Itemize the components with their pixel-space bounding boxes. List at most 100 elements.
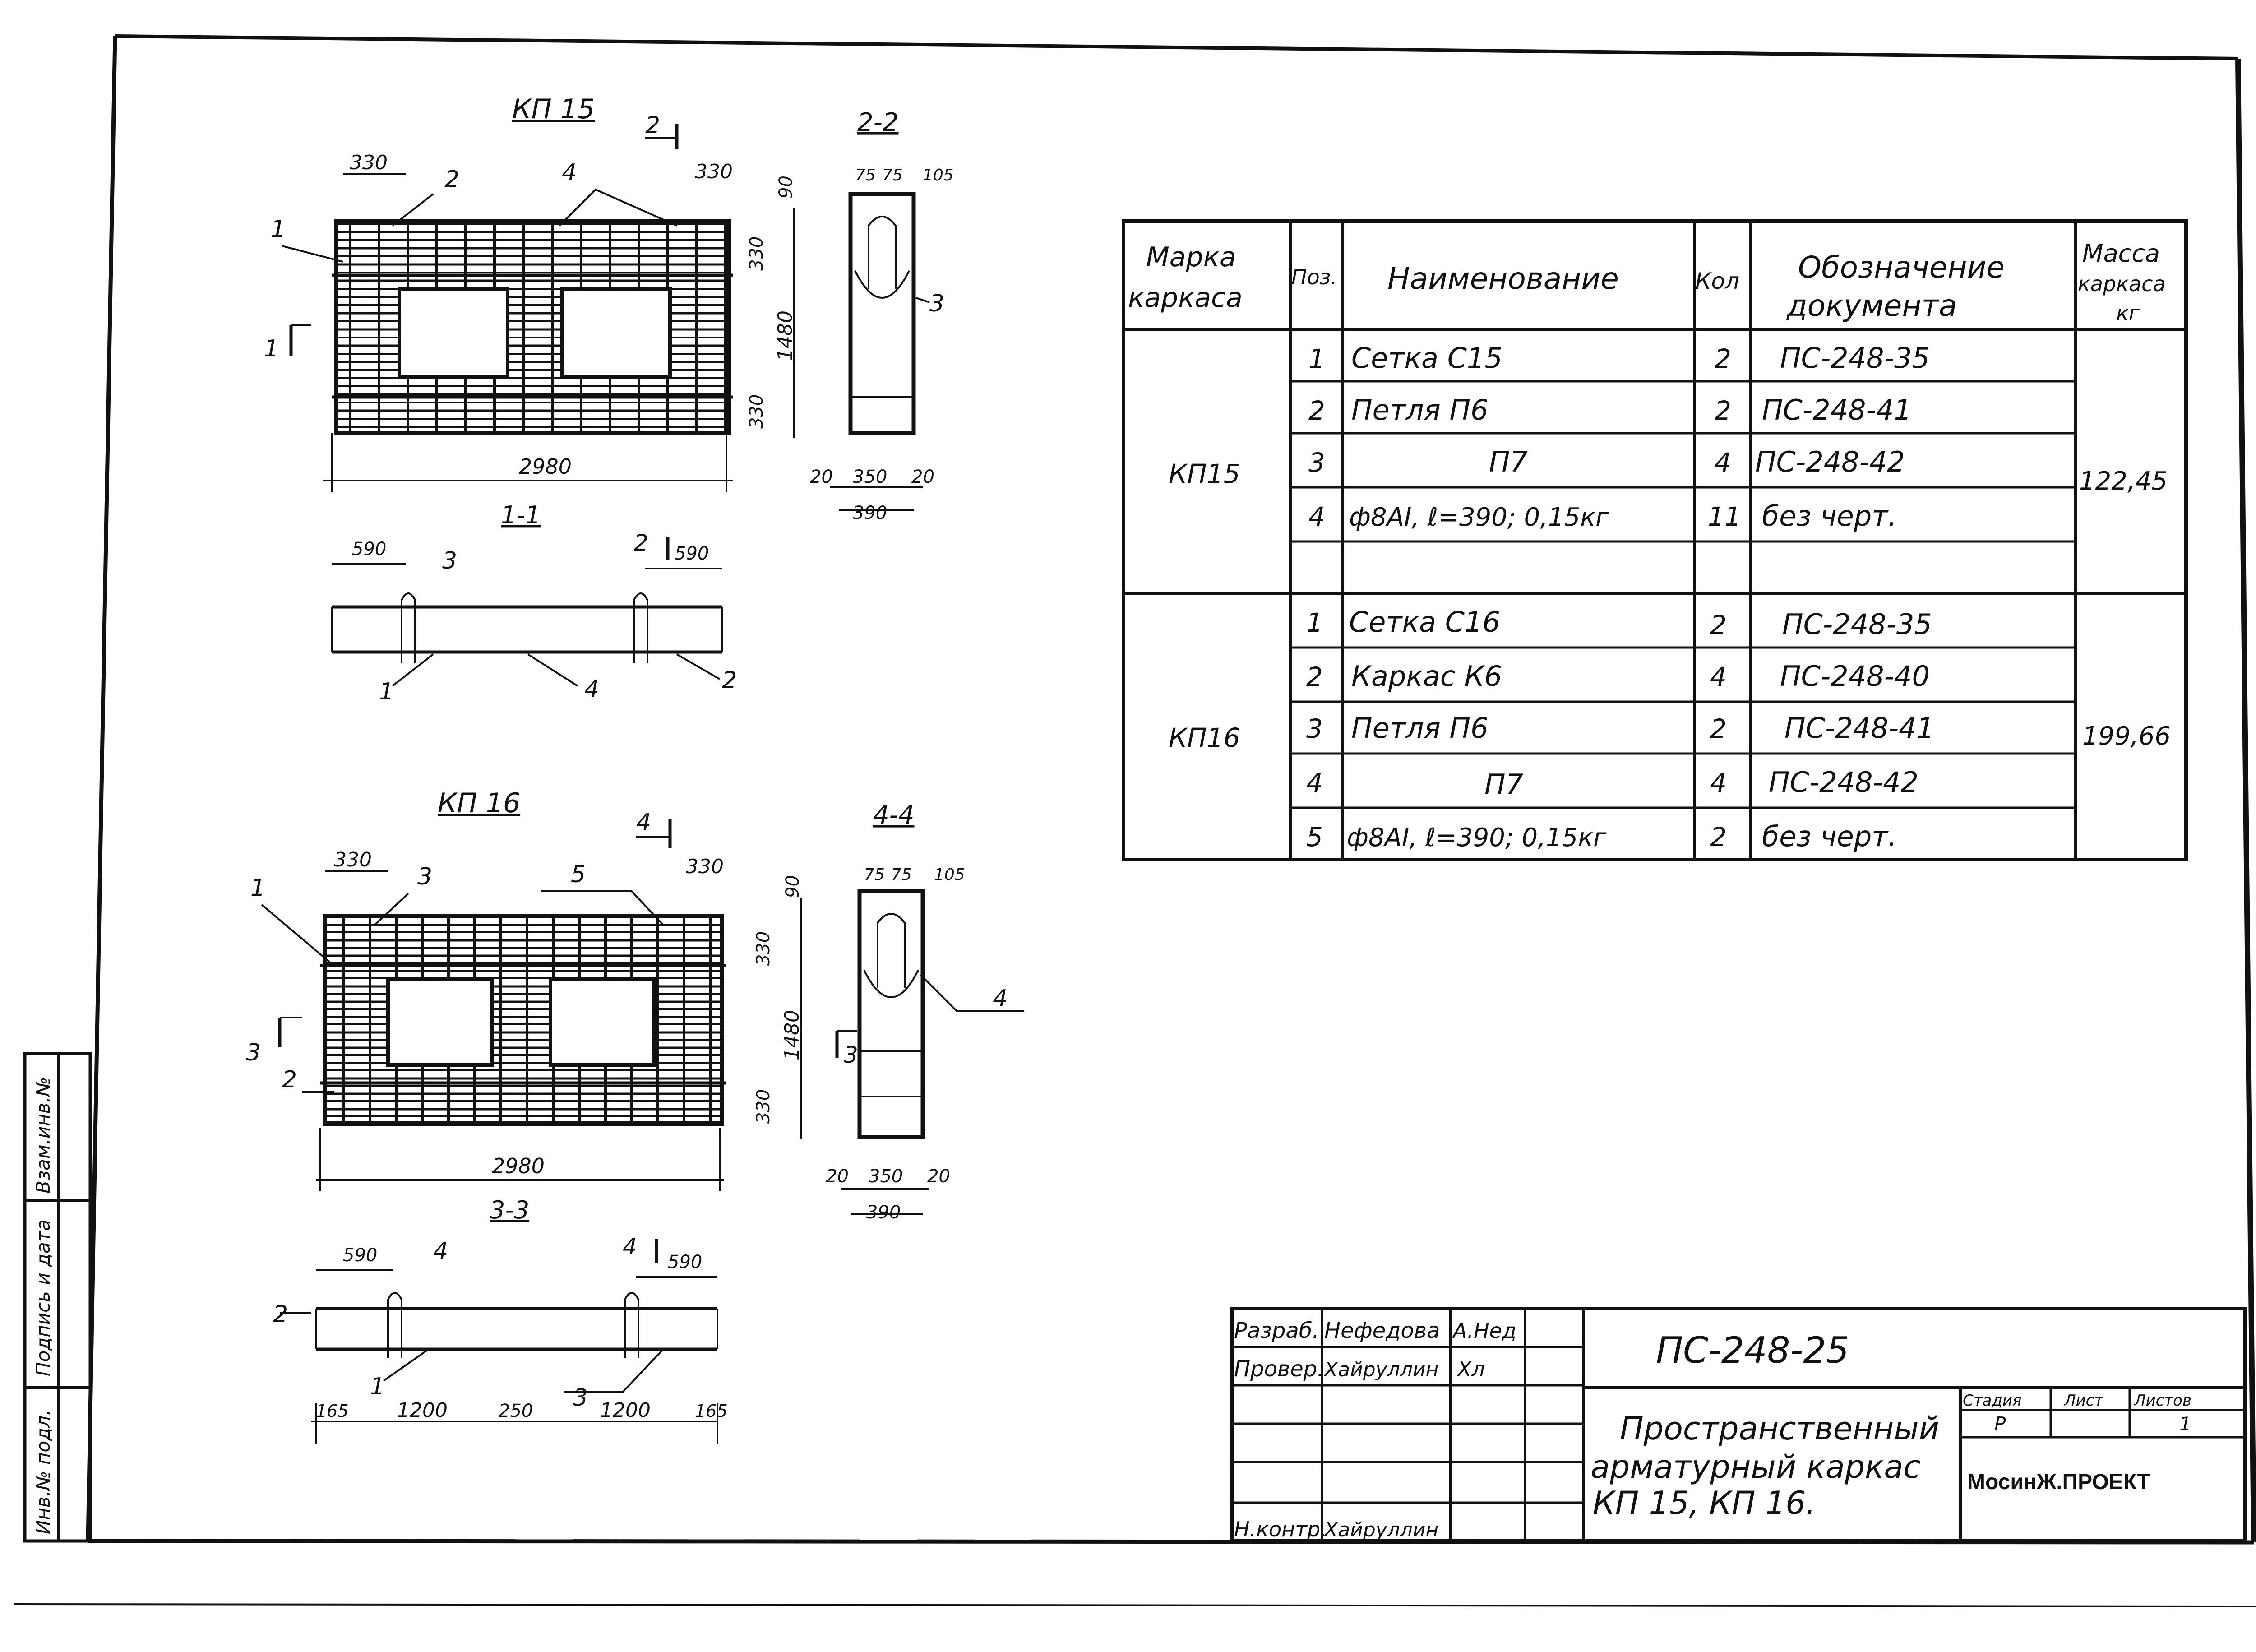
kp15-dim-330a: 330 [350,151,388,174]
g2-r1-pos: 1 [1306,607,1323,638]
kp15-dim-330d: 330 [746,394,767,429]
kp16-view: КП 16 2980 330 330 90 330 1480 330 1 3 5… [246,787,804,1191]
stage-value: Р [1994,1413,2006,1435]
hdr-name: Наименование [1387,261,1619,296]
kp16-leader-5: 5 [571,861,586,888]
s22-dim-75a: 75 [855,166,876,185]
g1-r1-name: Сетка С15 [1351,342,1502,375]
kp16-dim-2980: 2980 [492,1154,545,1178]
kp16-cut-3: 3 [246,1039,261,1066]
g2-r5-name: ф8АI, ℓ=390; 0,15кг [1347,823,1607,852]
g1-r3-pos: 3 [1308,447,1325,478]
section-4-4: 4-4 75 75 105 4 3 20 350 20 390 [826,801,1024,1223]
g2-mass: 199,66 [2082,722,2171,751]
hdr-mark-2: каркаса [1128,282,1243,314]
sheets-value: 1 [2179,1413,2191,1435]
s22-dim-75b: 75 [882,166,903,185]
s33-dim-1200b: 1200 [600,1399,651,1422]
s11-leader-1: 1 [379,678,394,705]
g1-r4-qty: 11 [1708,501,1741,532]
s33-dim-165b: 165 [695,1401,728,1421]
s33-leader-2: 2 [273,1301,288,1328]
g2-r2-name: Каркас К6 [1351,660,1502,693]
g1-r1-pos: 1 [1308,343,1325,374]
sig-sign-2: Хл [1456,1357,1485,1381]
s44-dim-75b: 75 [891,865,912,884]
sig-role-2: Провер. [1234,1356,1324,1382]
s33-dim-590b: 590 [668,1252,702,1273]
s44-leader-4: 4 [993,985,1008,1012]
g1-r4-doc: без черт. [1762,500,1897,532]
kp16-dim-330a: 330 [334,848,372,871]
g2-r4-doc: ПС-248-42 [1769,766,1919,799]
s11-cut-2: 2 [634,530,648,556]
g1-r3-qty: 4 [1715,447,1731,478]
kp15-leader-4: 4 [562,159,577,186]
sig-role-6: Н.контр. [1234,1517,1327,1541]
section-3-3: 3-3 590 590 4 4 2 1 3 165 1200 250 1200 … [273,1196,728,1444]
s33-dim-1200a: 1200 [397,1399,448,1422]
side-stamp-sign: Подпись и дата [32,1219,54,1376]
s11-dim-590b: 590 [675,543,709,564]
section-1-1: 1-1 590 590 2 3 1 4 2 [331,501,737,705]
hdr-doc-2: документа [1786,288,1957,323]
sig-role-1: Разраб. [1234,1318,1319,1343]
g2-r4-name: П7 [1484,768,1523,801]
title-block: Разраб. Нефедова А.Нед Провер. Хайруллин… [1230,1307,2247,1543]
s22-dim-390: 390 [853,503,887,523]
s44-dim-350: 350 [869,1166,903,1187]
g1-r4-name: ф8АI, ℓ=390; 0,15кг [1349,503,1609,532]
side-stamp: Инв.№ подл. Подпись и дата Взам.инв.№ [23,1052,92,1543]
g1-r1-doc: ПС-248-35 [1780,342,1930,375]
kp15-leader-1: 1 [271,216,286,243]
stage-header: Стадия [1963,1392,2021,1410]
s33-leader-4: 4 [433,1238,448,1265]
hdr-qty: Кол [1695,268,1739,294]
g2-r3-name: Петля П6 [1351,712,1489,745]
g2-r2-doc: ПС-248-40 [1780,660,1930,693]
sig-name-6: Хайруллин [1323,1518,1438,1541]
g2-r3-pos: 3 [1306,713,1323,744]
g1-r4-pos: 4 [1308,501,1325,532]
g1-mass: 122,45 [2079,467,2168,496]
hdr-pos: Поз. [1291,265,1337,289]
kp15-dim-90: 90 [776,176,796,199]
s33-dim-590a: 590 [343,1245,377,1266]
kp16-dim-330c: 330 [753,931,774,966]
s33-dim-165a: 165 [316,1401,349,1421]
sheet-header: Лист [2063,1392,2103,1410]
kp16-dim-330b: 330 [686,855,724,878]
g2-r1-doc: ПС-248-35 [1782,608,1932,641]
s44-title: 4-4 [873,801,914,830]
s11-leader-2: 2 [722,667,737,694]
sheet-frame [13,34,2256,1607]
g1-r2-name: Петля П6 [1351,393,1489,426]
g1-r2-qty: 2 [1715,395,1731,426]
s11-dim-590a: 590 [352,539,386,560]
s22-dim-105: 105 [923,166,954,185]
s22-dim-20a: 20 [810,467,833,487]
s44-dim-75a: 75 [864,865,885,884]
kp16-dim-1480: 1480 [781,1010,804,1060]
g2-r2-qty: 4 [1710,662,1727,692]
drawing-code: ПС-248-25 [1656,1329,1849,1371]
s44-cut-3: 3 [844,1042,858,1068]
kp16-dim-90: 90 [782,875,803,898]
s22-leader-3: 3 [929,290,944,317]
g1-r2-pos: 2 [1308,395,1325,426]
sig-name-2: Хайруллин [1323,1358,1438,1381]
kp15-leader-2: 2 [444,166,459,193]
s33-cut-4: 4 [623,1234,637,1260]
s22-dim-20b: 20 [911,467,934,487]
organization: МосинЖ.ПРОЕКТ [1967,1470,2150,1494]
hdr-mark-1: Марка [1146,241,1236,273]
s11-leader-4: 4 [584,676,599,703]
s44-dim-390: 390 [866,1202,901,1223]
g2-r5-pos: 5 [1306,822,1323,852]
s33-leader-3: 3 [573,1384,588,1411]
kp16-section-4: 4 [636,809,651,836]
s44-dim-20b: 20 [927,1166,950,1187]
kp16-dim-330d: 330 [753,1089,774,1124]
hdr-mass-2: каркаса [2078,272,2166,296]
